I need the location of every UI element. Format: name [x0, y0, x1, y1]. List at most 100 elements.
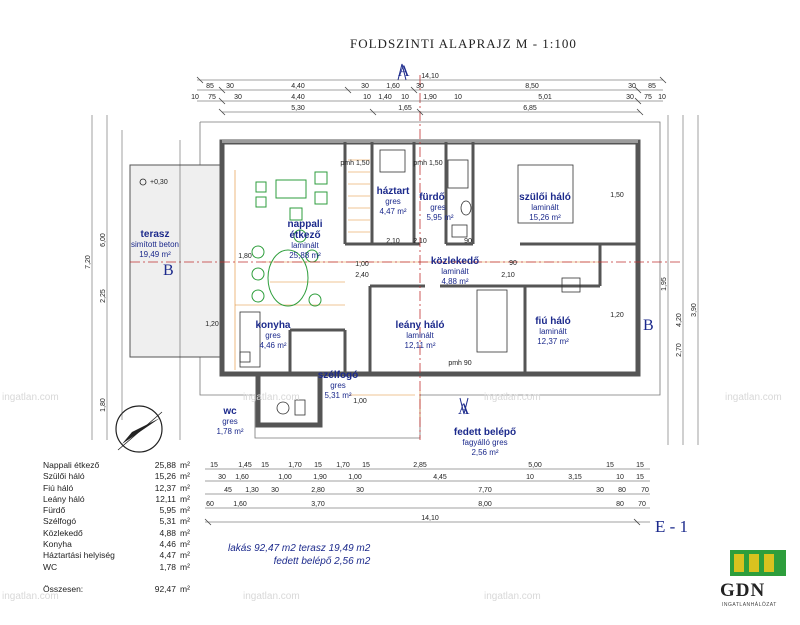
legend-unit: m²: [180, 471, 190, 482]
dim-inner-8: 1,00: [353, 398, 367, 405]
dim-bot1-0: 15: [210, 462, 218, 469]
dim-top3-2: 6,85: [523, 105, 537, 112]
dim-top2-4: 10: [363, 94, 371, 101]
legend-value: 12,11: [155, 493, 176, 504]
legend-unit: m²: [180, 516, 190, 527]
dim-inner-5: 1,80: [238, 253, 252, 260]
summary-line-2: fedett belépő 2,56 m2: [273, 556, 371, 567]
legend-unit: m²: [180, 550, 190, 561]
dim-top2-3: 4,40: [291, 94, 305, 101]
dim-bot4-5: 70: [638, 501, 646, 508]
dim-right-0: 3,90: [691, 303, 698, 317]
legend-unit: m²: [180, 539, 190, 550]
room-szuloi-name: szülői háló: [519, 192, 571, 203]
room-fiu-sub: laminált: [539, 327, 567, 336]
legend-total-name: Összesen:: [43, 583, 84, 594]
dim-bot4-4: 80: [616, 501, 624, 508]
roof-outline: [199, 121, 661, 439]
dim-top2-9: 5,01: [538, 94, 552, 101]
section-marks: B B A A: [163, 63, 654, 418]
room-haztart-area: 4,47 m²: [379, 207, 406, 216]
dim-bot1-8: 5,00: [528, 462, 542, 469]
dim-inner-10: 1,50: [610, 192, 624, 199]
legend-row: Fiú háló 12,37 m²: [43, 483, 200, 494]
section-mark-b-left: B: [163, 262, 174, 279]
drawing-title: FOLDSZINTI ALAPRAJZ M - 1:100: [350, 36, 577, 51]
dim-top1-5: 30: [416, 83, 424, 90]
wall-fill: [222, 140, 638, 143]
fixtures: [239, 149, 581, 416]
watermark: ingatlan.com: [2, 591, 59, 602]
dim-top1-3: 30: [361, 83, 369, 90]
dims-bottom: 15 1,45 15 1,70 15 1,70 15 2,85 5,00 15 …: [206, 462, 649, 522]
room-fedett-name: fedett belépő: [454, 427, 516, 438]
dim-top-overall: 14,10: [421, 73, 439, 80]
room-konyha-area: 4,46 m²: [259, 341, 286, 350]
legend-value: 12,37: [154, 482, 176, 493]
dim-bot3-8: 70: [641, 487, 649, 494]
legend-unit: m²: [180, 482, 190, 493]
dim-inner-6: 2,40: [355, 272, 369, 279]
room-konyha-name: konyha: [255, 320, 290, 331]
stair-hatch: [348, 159, 370, 233]
dim-bot-overall: 14,10: [421, 515, 439, 522]
dim-inner-4: 2,10: [501, 272, 515, 279]
legend-unit: m²: [180, 493, 190, 504]
external-walls: [219, 139, 641, 428]
dim-bot1-4: 15: [314, 462, 322, 469]
room-kozl-area: 4,88 m²: [441, 277, 468, 286]
dim-bot2-3: 1,90: [313, 474, 327, 481]
dim-top2-5: 1,40: [378, 94, 392, 101]
dim-bot3-2: 30: [271, 487, 279, 494]
legend-value: 5,95: [159, 505, 176, 516]
legend-name: Szülői háló: [43, 471, 85, 482]
dim-inner-7: 1,00: [355, 261, 369, 268]
dim-inner-11: 90: [509, 260, 517, 267]
gdn-logo-icon: [730, 550, 786, 576]
north-arrow: [115, 405, 163, 453]
dim-top1-8: 85: [648, 83, 656, 90]
legend-unit: m²: [180, 561, 190, 572]
legend-name: Fiú háló: [43, 482, 74, 493]
dim-bot3-7: 80: [618, 487, 626, 494]
dim-bot3-6: 30: [596, 487, 604, 494]
dim-inner-12: 2,10: [386, 238, 400, 245]
dim-top2-2: 30: [234, 94, 242, 101]
dim-top2-7: 1,90: [423, 94, 437, 101]
room-kozl-sub: laminált: [441, 267, 469, 276]
dim-top1-1: 30: [226, 83, 234, 90]
legend-value: 4,47: [159, 550, 176, 561]
dim-inner-9: 1,20: [205, 321, 219, 328]
legend-unit: m²: [180, 505, 190, 516]
dim-bot3-3: 2,80: [311, 487, 325, 494]
room-haztart-name: háztart: [377, 186, 410, 197]
watermark: ingatlan.com: [484, 591, 541, 602]
dim-inner-2: pmh 90: [448, 360, 471, 367]
room-szelfogo-area: 5,31 m²: [324, 391, 351, 400]
room-nappali-sub: laminált: [291, 241, 319, 250]
dim-bot4-3: 8,00: [478, 501, 492, 508]
legend-value: 25,88: [154, 460, 176, 470]
legend-total-value: 92,47: [154, 583, 176, 594]
dim-bot3-0: 45: [224, 487, 232, 494]
room-fiu-area: 12,37 m²: [537, 337, 569, 346]
dim-inner-1: pmh 1,50: [413, 160, 442, 167]
room-wc-name: wc: [222, 406, 237, 417]
watermark: ingatlan.com: [243, 392, 300, 403]
dim-bot2-2: 1,00: [278, 474, 292, 481]
dim-right-1: 4,20: [676, 313, 683, 327]
watermark: ingatlan.com: [725, 392, 782, 403]
dim-bot1-9: 15: [606, 462, 614, 469]
dim-bot2-9: 15: [636, 474, 644, 481]
dim-inner-13: 2,10: [413, 238, 427, 245]
legend-value: 1,78: [159, 561, 176, 572]
dim-bot2-0: 30: [218, 474, 226, 481]
dim-top1-7: 30: [628, 83, 636, 90]
summary-line-1: lakás 92,47 m2 terasz 19,49 m2: [228, 543, 371, 554]
dims-side: 7,20 6,00 2,25 1,80 3,90 4,20 1,95 2,70: [85, 233, 698, 412]
room-furdo-name: fürdő: [419, 192, 445, 203]
internal-walls: [288, 142, 638, 376]
